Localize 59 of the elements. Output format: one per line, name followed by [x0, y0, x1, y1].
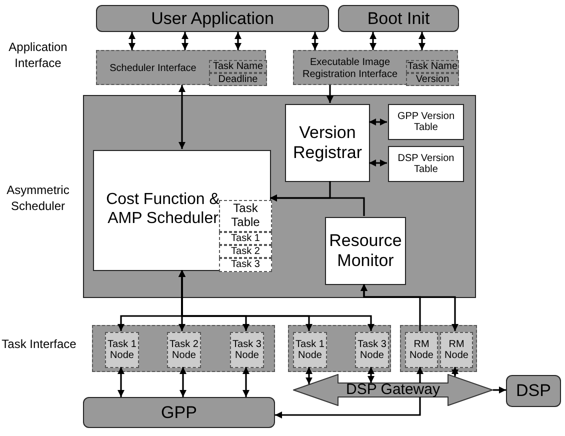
arrow	[326, 85, 334, 103]
panel-title: Scheduler Interface	[108, 62, 198, 76]
boot-box: Boot Init	[338, 5, 459, 32]
processor-box: GPP	[83, 397, 275, 428]
arrow	[306, 367, 312, 384]
rm-node-box: RM Node	[440, 332, 473, 368]
arrow	[368, 367, 374, 383]
arrow	[128, 32, 136, 50]
arrow	[416, 367, 424, 383]
arrow	[369, 160, 387, 166]
table-row: Task 1	[219, 232, 272, 245]
task-node-box: Task 3 Node	[230, 332, 264, 368]
arrow	[118, 367, 124, 397]
arrow	[452, 367, 458, 376]
interface-panel	[293, 50, 458, 85]
version-table-box: DSP Version Table	[388, 146, 464, 182]
row-label: Asymmetric Scheduler	[6, 183, 70, 214]
arrow	[275, 397, 421, 418]
table-field: Version	[406, 73, 459, 86]
arrow	[182, 32, 188, 50]
arrow	[360, 284, 458, 331]
node-group-panel	[400, 325, 477, 372]
task-node-box: Task 2 Node	[167, 332, 201, 368]
arrow	[178, 85, 186, 149]
processor-box: DSP	[506, 375, 561, 407]
row-label: Application Interface	[8, 40, 68, 72]
arrow	[312, 32, 318, 50]
task-node-box: Task 3 Node	[355, 332, 389, 368]
task-node-box: Task 1 Node	[105, 332, 139, 368]
task-node-box: Task 1 Node	[293, 332, 327, 368]
table-row: Task 2	[219, 245, 272, 258]
table-header: Task Table	[219, 200, 272, 232]
row-label: Task Interface	[0, 337, 78, 353]
arrow	[180, 367, 186, 397]
table-field: Task Name	[209, 60, 267, 73]
version-table-box: GPP Version Table	[388, 104, 464, 140]
table-field: Task Name	[406, 60, 459, 73]
registrar-box: Version Registrar	[285, 104, 370, 182]
interface-panel	[96, 50, 266, 85]
panel-title: Executable Image Registration Interface	[301, 56, 399, 82]
arrow	[234, 32, 242, 50]
monitor-box: Resource Monitor	[325, 217, 406, 285]
scheduler-panel	[83, 95, 476, 298]
arrow	[369, 118, 387, 126]
node-group-panel	[288, 325, 391, 372]
table-row: Task 3	[219, 258, 272, 272]
arrow	[493, 386, 506, 394]
table-field: Deadline	[209, 73, 267, 86]
arrow	[270, 194, 365, 216]
arrow	[370, 32, 376, 50]
node-group-panel	[92, 325, 275, 372]
gateway-double-arrow: DSP Gateway	[293, 374, 493, 406]
arrow	[242, 367, 250, 397]
arrow	[418, 32, 426, 50]
rm-node-box: RM Node	[405, 332, 438, 368]
application-box: User Application	[96, 5, 329, 32]
panel-title: Cost Function & AMP Scheduler	[105, 190, 221, 229]
scheduler-box	[93, 150, 271, 271]
arrow	[178, 270, 374, 331]
